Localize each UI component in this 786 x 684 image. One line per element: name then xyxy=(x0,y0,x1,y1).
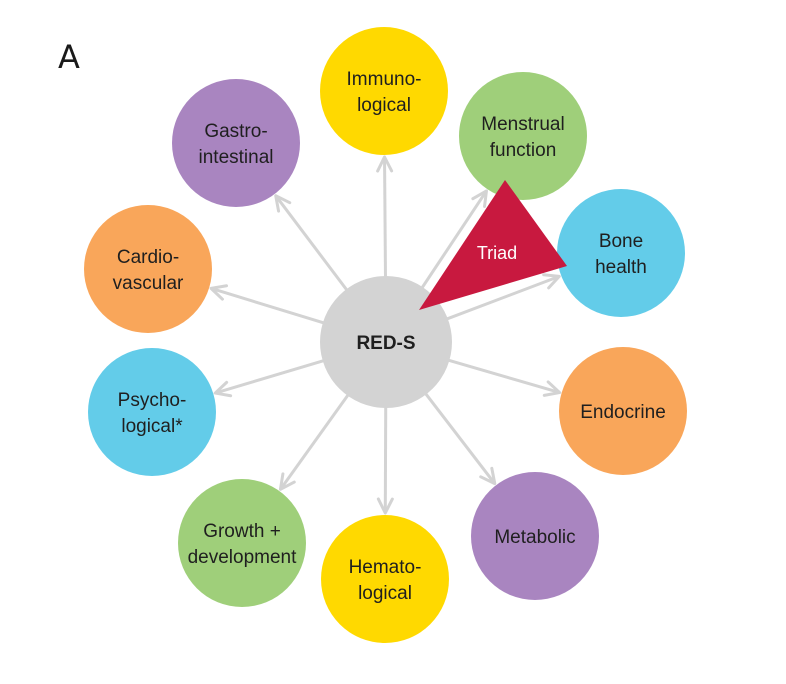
node-circle xyxy=(471,472,599,600)
node-gastrointestinal: Gastro-intestinal xyxy=(172,79,300,207)
arrow-to-endocrine xyxy=(439,356,562,397)
node-menstrual-function: Menstrual function xyxy=(459,72,587,200)
reds-center-circle xyxy=(320,276,452,408)
node-circle xyxy=(459,72,587,200)
node-circle xyxy=(321,515,449,643)
arrow-to-immunological xyxy=(376,155,394,287)
node-label: health xyxy=(595,257,647,278)
center-layer: RED-S xyxy=(320,276,452,408)
nodes-layer: Immuno-logicalMenstrualfunctionBonehealt… xyxy=(84,27,687,643)
arrow-to-cardiovascular xyxy=(209,284,333,328)
panel-label: A xyxy=(58,38,80,76)
arrow-to-bone-health xyxy=(437,273,561,324)
node-psychological: Psycho-logical* xyxy=(88,348,216,476)
node-growth-development: Growth + development xyxy=(178,479,306,607)
triad-triangle xyxy=(419,180,567,310)
node-label: Metabolic xyxy=(494,527,575,548)
node-label: Bone xyxy=(599,231,643,252)
node-label: logical* xyxy=(121,416,183,437)
arrows-layer xyxy=(209,155,562,515)
node-circle xyxy=(557,189,685,317)
node-circle xyxy=(559,347,687,475)
node-label: Gastro- xyxy=(204,121,267,142)
node-label: Hemato- xyxy=(349,557,422,578)
node-label: Endocrine xyxy=(580,402,666,423)
node-label: Psycho- xyxy=(118,390,187,411)
triad-layer: Triad xyxy=(419,180,567,310)
triad-label: Triad xyxy=(477,243,517,263)
node-circle xyxy=(84,205,212,333)
node-label: intestinal xyxy=(199,147,274,168)
node-bone-health: Bone health xyxy=(557,189,685,317)
node-label: Menstrual xyxy=(481,114,564,135)
reds-center-label: RED-S xyxy=(356,333,415,354)
arrow-to-menstrual-function xyxy=(415,189,488,297)
arrow-to-hematological xyxy=(376,397,394,515)
node-label: Immuno- xyxy=(347,69,422,90)
node-label: logical xyxy=(358,583,412,604)
arrow-to-gastrointestinal xyxy=(274,194,354,299)
node-immunological: Immuno-logical xyxy=(320,27,448,155)
arrow-to-psychological xyxy=(213,356,333,398)
arrow-to-metabolic xyxy=(418,385,497,486)
node-label: Growth + xyxy=(203,521,281,542)
node-circle xyxy=(320,27,448,155)
node-label: function xyxy=(490,140,557,161)
node-endocrine: Endocrine xyxy=(559,347,687,475)
node-circle xyxy=(178,479,306,607)
node-hematological: Hemato-logical xyxy=(321,515,449,643)
node-circle xyxy=(172,79,300,207)
node-cardiovascular: Cardio-vascular xyxy=(84,205,212,333)
node-circle xyxy=(88,348,216,476)
node-label: vascular xyxy=(113,273,184,294)
node-label: development xyxy=(188,547,298,568)
node-label: Cardio- xyxy=(117,247,179,268)
arrow-to-growth-development xyxy=(278,386,355,491)
node-label: logical xyxy=(357,95,411,116)
node-metabolic: Metabolic xyxy=(471,472,599,600)
